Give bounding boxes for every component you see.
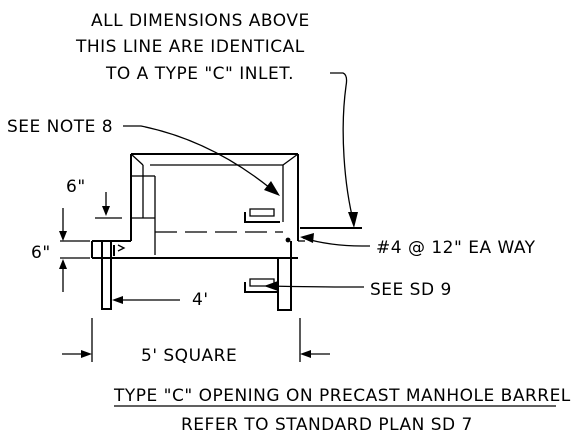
note-leader-arrowhead <box>348 212 358 228</box>
note-line-1: ALL DIMENSIONS ABOVE <box>91 11 310 31</box>
see-sd-leader <box>265 285 364 288</box>
note-line-2: THIS LINE ARE IDENTICAL <box>75 37 305 57</box>
dim-inner-width: 4' <box>192 290 209 310</box>
see-sd-label: SEE SD 9 <box>370 280 452 300</box>
note-line-3: TO A TYPE "C" INLET. <box>105 64 294 84</box>
dim-upper-six: 6" <box>66 177 86 197</box>
rebar-label: #4 @ 12" EA WAY <box>376 238 536 258</box>
inlet-frame <box>130 153 299 255</box>
note-leader <box>330 72 355 225</box>
see-note-leader <box>123 125 271 189</box>
rebar-arrowhead <box>300 233 314 243</box>
dim-lower-six: 6" <box>31 243 51 263</box>
see-sd-arrowhead <box>264 281 278 291</box>
drawing-title: TYPE "C" OPENING ON PRECAST MANHOLE BARR… <box>113 386 571 406</box>
see-note-arrowhead <box>264 181 280 196</box>
base-slab <box>91 240 305 259</box>
drawing-subtitle: REFER TO STANDARD PLAN SD 7 <box>181 415 473 435</box>
dim-outer-width: 5' SQUARE <box>141 346 237 366</box>
rebar-hooks <box>113 208 291 293</box>
see-note-label: SEE NOTE 8 <box>7 117 113 137</box>
